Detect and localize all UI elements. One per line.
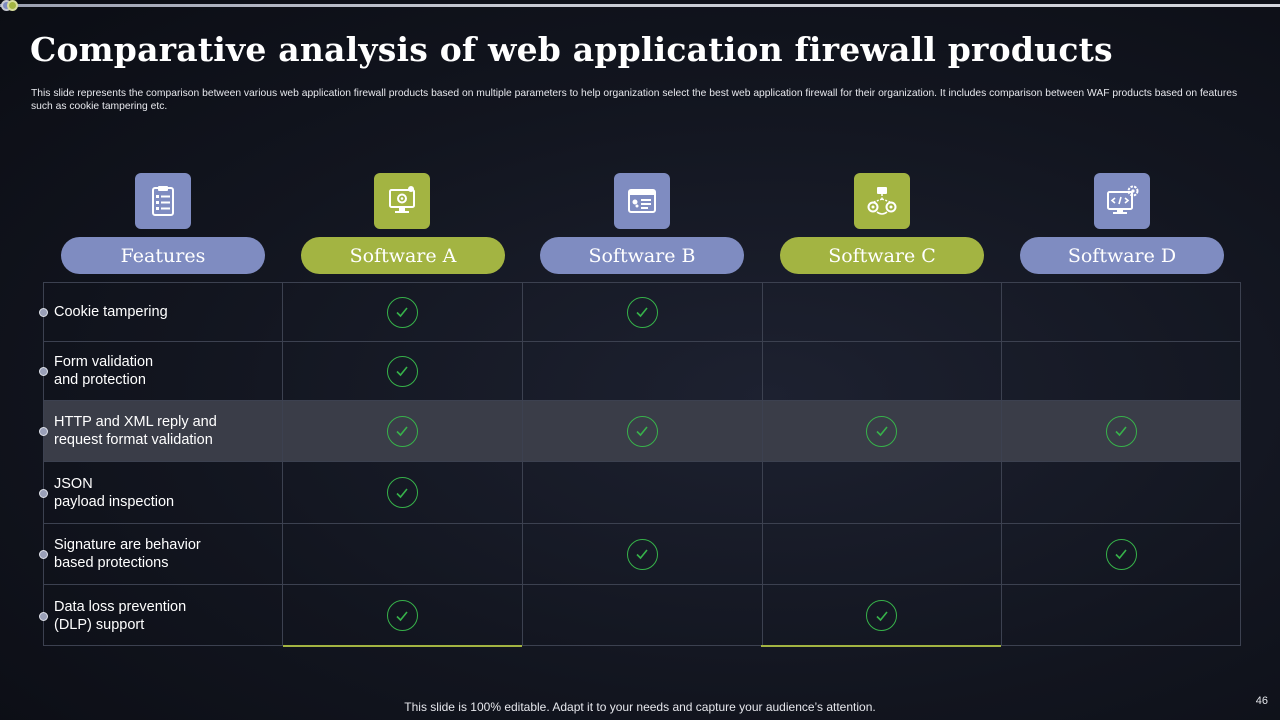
software-cell (761, 283, 1002, 341)
software-cell (1001, 342, 1241, 400)
row-bullet-icon (39, 611, 48, 621)
top-dot-green (7, 0, 18, 11)
table-row: HTTP and XML reply and request format va… (39, 401, 1241, 462)
slide-title: Comparative analysis of web application … (30, 30, 1113, 69)
software-cell (282, 283, 522, 341)
feature-label: JSON payload inspection (54, 475, 175, 510)
column-header-features: Features (61, 237, 265, 274)
browser-window-icon (614, 173, 670, 229)
checkmark-icon (386, 415, 418, 447)
checkmark-icon (1105, 538, 1137, 570)
column-header-software-b: Software B (540, 237, 744, 274)
software-cell (282, 524, 522, 584)
software-cell (1001, 585, 1241, 646)
column-header-software-a: Software A (301, 237, 505, 274)
software-cell (521, 462, 762, 523)
software-cell (1001, 283, 1241, 341)
row-bullet-icon (39, 427, 48, 436)
software-cell (761, 342, 1002, 400)
software-cell (761, 585, 1002, 646)
bottom-accent-a (283, 645, 522, 647)
checkmark-icon (386, 600, 418, 631)
checkmark-icon (386, 296, 418, 328)
software-cell (521, 342, 762, 400)
software-cell (761, 462, 1002, 523)
checkmark-icon (386, 355, 418, 387)
network-gears-icon (854, 173, 910, 229)
page-number: 46 (1255, 695, 1268, 707)
column-header-software-d: Software D (1020, 237, 1224, 274)
row-bullet-icon (39, 488, 48, 498)
table-row: Data loss prevention (DLP) support (39, 585, 1241, 646)
checkmark-icon (626, 415, 658, 447)
feature-cell: Form validation and protection (39, 342, 282, 400)
top-accent-line (0, 4, 1280, 7)
checkmark-icon (626, 538, 658, 570)
slide-subtitle: This slide represents the comparison bet… (31, 88, 1238, 112)
feature-cell: Data loss prevention (DLP) support (39, 585, 282, 646)
software-cell (282, 342, 522, 400)
software-cell (1001, 401, 1241, 461)
software-cell (521, 585, 762, 646)
software-cell (521, 524, 762, 584)
software-cell (761, 524, 1002, 584)
feature-label: HTTP and XML reply and request format va… (54, 414, 217, 448)
software-cell (1001, 462, 1241, 523)
checkmark-icon (1105, 415, 1137, 447)
checkmark-icon (866, 415, 898, 447)
software-cell (521, 401, 762, 461)
checkmark-icon (866, 600, 898, 631)
feature-cell: HTTP and XML reply and request format va… (39, 401, 282, 461)
table-row: Signature are behavior based protections (39, 524, 1241, 585)
software-cell (761, 401, 1002, 461)
row-bullet-icon (39, 550, 48, 559)
software-cell (282, 401, 522, 461)
checkmark-icon (386, 477, 418, 508)
bottom-accent-c (761, 645, 1001, 647)
row-bullet-icon (39, 367, 48, 376)
column-header-software-c: Software C (780, 237, 984, 274)
clipboard-checklist-icon (135, 173, 191, 229)
feature-label: Signature are behavior based protections (54, 537, 201, 571)
feature-cell: Cookie tampering (39, 283, 282, 341)
code-monitor-icon (1094, 173, 1150, 229)
feature-label: Data loss prevention (DLP) support (54, 598, 187, 633)
feature-label: Form validation and protection (54, 354, 154, 388)
feature-label: Cookie tampering (54, 304, 168, 320)
table-row: JSON payload inspection (39, 462, 1241, 524)
software-cell (282, 585, 522, 646)
software-cell (282, 462, 522, 523)
monitor-gear-icon (374, 173, 430, 229)
table-row: Form validation and protection (39, 342, 1241, 401)
software-cell (521, 283, 762, 341)
row-bullet-icon (39, 308, 48, 317)
feature-cell: Signature are behavior based protections (39, 524, 282, 584)
slide-footer: This slide is 100% editable. Adapt it to… (404, 700, 876, 714)
software-cell (1001, 524, 1241, 584)
feature-cell: JSON payload inspection (39, 462, 282, 523)
checkmark-icon (626, 296, 658, 328)
table-row: Cookie tampering (39, 283, 1241, 342)
